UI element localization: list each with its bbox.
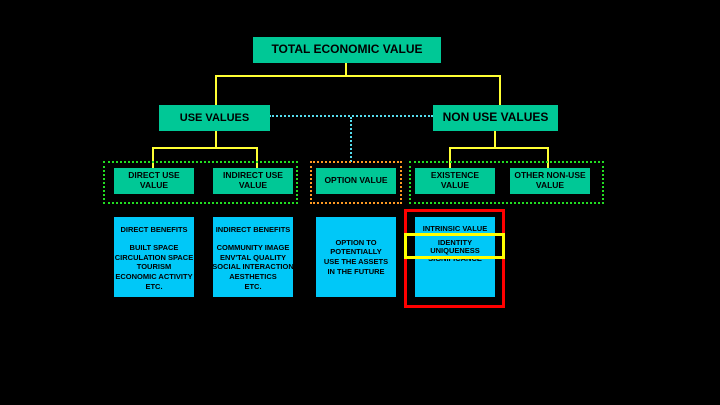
direct-benefits-box: DIRECT BENEFITS BUILT SPACE CIRCULATION … xyxy=(114,217,194,297)
connector xyxy=(449,147,549,149)
detail-line: SOCIAL INTERACTION xyxy=(212,262,294,272)
connector xyxy=(152,147,258,149)
indirect-benefits-box: INDIRECT BENEFITS COMMUNITY IMAGE ENV'TA… xyxy=(212,217,294,297)
label-line: VALUE xyxy=(440,180,470,190)
connector xyxy=(547,147,549,168)
connector xyxy=(215,130,217,149)
total-economic-value-box: TOTAL ECONOMIC VALUE xyxy=(253,37,441,63)
option-group-frame xyxy=(310,161,402,204)
connector xyxy=(449,147,451,168)
dotted-connector xyxy=(350,117,352,162)
detail-line: ETC. xyxy=(244,281,262,291)
detail-line: ENV'TAL QUALITY xyxy=(219,252,287,262)
non-use-group-frame xyxy=(409,161,604,204)
dotted-connector xyxy=(269,115,433,117)
detail-line: IDENTITY xyxy=(437,237,473,247)
label-line: VALUE xyxy=(139,180,169,190)
detail-line: CIRCULATION SPACE xyxy=(114,252,194,262)
non-use-values-box: NON USE VALUES xyxy=(433,105,558,131)
detail-line: POTENTIALLY xyxy=(330,247,382,257)
connector xyxy=(215,75,217,105)
detail-line: IN THE FUTURE xyxy=(327,266,385,276)
connector xyxy=(494,130,496,149)
connector xyxy=(499,75,501,105)
detail-line: ETC. xyxy=(145,281,163,291)
detail-heading: INDIRECT BENEFITS xyxy=(215,225,291,234)
detail-line: TOURISM xyxy=(136,262,172,272)
non-use-values-label: NON USE VALUES xyxy=(442,110,549,125)
detail-line: BUILT SPACE xyxy=(129,242,179,252)
use-values-box: USE VALUES xyxy=(159,105,270,131)
connector xyxy=(152,147,154,168)
label-line: DIRECT USE xyxy=(128,170,180,181)
use-values-group-frame xyxy=(103,161,298,204)
label-line: VALUE xyxy=(535,180,565,190)
detail-line: AESTHETICS xyxy=(229,272,277,281)
connector xyxy=(215,75,501,77)
use-values-label: USE VALUES xyxy=(179,111,250,124)
connector xyxy=(256,147,258,168)
label-line: EXISTENCE xyxy=(430,170,480,181)
total-economic-value-label: TOTAL ECONOMIC VALUE xyxy=(271,42,423,57)
label-line: OTHER NON-USE xyxy=(514,170,586,181)
option-details-box: OPTION TO POTENTIALLY USE THE ASSETS IN … xyxy=(316,217,396,297)
detail-line: ECONOMIC ACTIVITY xyxy=(115,272,193,281)
connector xyxy=(345,62,347,77)
detail-line: OPTION TO xyxy=(335,237,377,247)
yellow-highlight-frame xyxy=(404,233,505,259)
detail-line: UNIQUENESS xyxy=(430,245,480,255)
detail-line: COMMUNITY IMAGE xyxy=(216,242,290,252)
detail-heading: DIRECT BENEFITS xyxy=(120,225,188,234)
detail-heading: INTRINSIC VALUE xyxy=(422,224,488,233)
detail-line: USE THE ASSETS xyxy=(323,257,389,266)
label-line: VALUE xyxy=(238,180,268,190)
label-line: INDIRECT USE xyxy=(223,170,283,181)
label-line: OPTION VALUE xyxy=(324,175,388,186)
option-value-box: OPTION VALUE xyxy=(316,168,396,194)
